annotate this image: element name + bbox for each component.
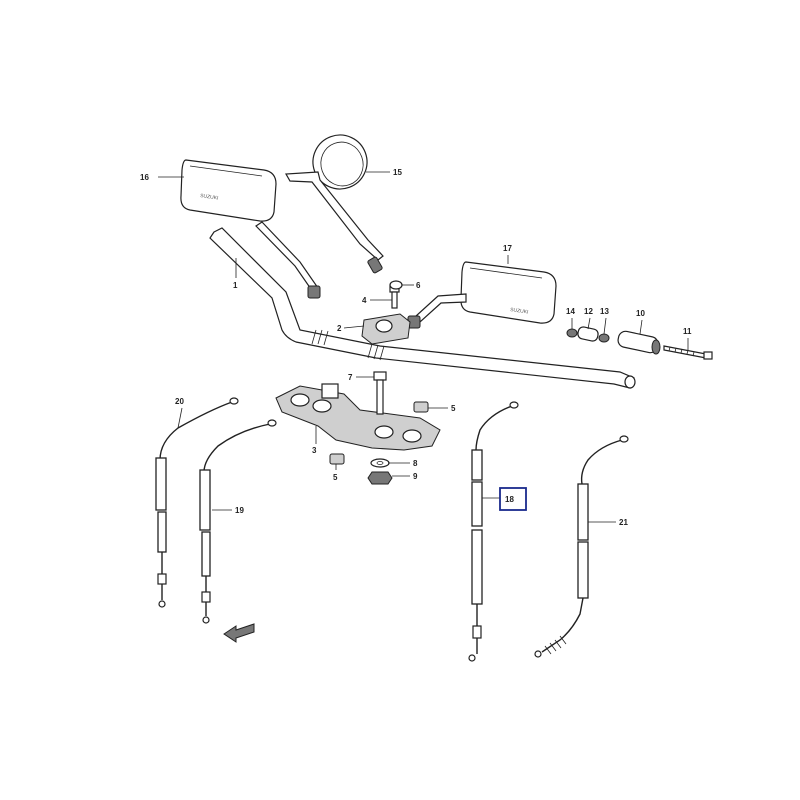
- balancer-screw[interactable]: [663, 345, 713, 360]
- label-10: 10: [636, 309, 645, 318]
- leader-lines: [158, 171, 689, 523]
- label-12: 12: [584, 307, 593, 316]
- label-18: 18: [505, 495, 514, 504]
- label-4: 4: [362, 296, 367, 305]
- throttle-cable-19[interactable]: [199, 419, 277, 624]
- cushion-upper[interactable]: [413, 401, 429, 413]
- bolt-cap[interactable]: [389, 280, 403, 290]
- label-5-upper: 5: [451, 404, 456, 413]
- nut[interactable]: [367, 471, 393, 485]
- label-21: 21: [619, 518, 628, 527]
- label-15: 15: [393, 168, 402, 177]
- right-mirror[interactable]: SUZUKI: [407, 261, 557, 329]
- label-1: 1: [233, 281, 238, 290]
- round-mirror[interactable]: [285, 127, 384, 274]
- right-mirror-brand: SUZUKI: [510, 307, 529, 315]
- left-mirror-brand: SUZUKI: [200, 193, 219, 201]
- clutch-cable-18[interactable]: [468, 401, 519, 662]
- label-20: 20: [175, 397, 184, 406]
- label-3: 3: [312, 446, 317, 455]
- label-11: 11: [683, 327, 692, 336]
- label-17: 17: [503, 244, 512, 253]
- cushion-lower[interactable]: [329, 453, 345, 465]
- label-19: 19: [235, 506, 244, 515]
- handlebar-clamp[interactable]: [361, 313, 411, 345]
- label-2: 2: [337, 324, 342, 333]
- handlebar[interactable]: [209, 227, 636, 389]
- label-8: 8: [413, 459, 418, 468]
- throttle-cable-20[interactable]: [155, 397, 239, 608]
- part-labels: 16 15 17 1 2 4 6 7 5 3 5 8 9 14 12 13 10…: [140, 168, 692, 527]
- holder-bolt[interactable]: [373, 371, 387, 415]
- label-16: 16: [140, 173, 149, 182]
- highlight-box-18: [499, 487, 527, 511]
- label-13: 13: [600, 307, 609, 316]
- label-6: 6: [416, 281, 421, 290]
- label-7: 7: [348, 373, 353, 382]
- handlebar-holder[interactable]: [275, 383, 441, 451]
- washer[interactable]: [370, 458, 390, 468]
- grip-end-14[interactable]: [566, 328, 578, 338]
- left-mirror[interactable]: SUZUKI: [180, 159, 321, 299]
- grip-end-13[interactable]: [598, 333, 610, 343]
- grip-end-12[interactable]: [577, 326, 599, 342]
- clutch-cable-21[interactable]: [534, 435, 629, 658]
- label-9: 9: [413, 472, 418, 481]
- balancer-weight[interactable]: [617, 330, 661, 355]
- label-5-lower: 5: [333, 473, 338, 482]
- label-14: 14: [566, 307, 575, 316]
- front-direction-arrow-icon: [223, 623, 255, 643]
